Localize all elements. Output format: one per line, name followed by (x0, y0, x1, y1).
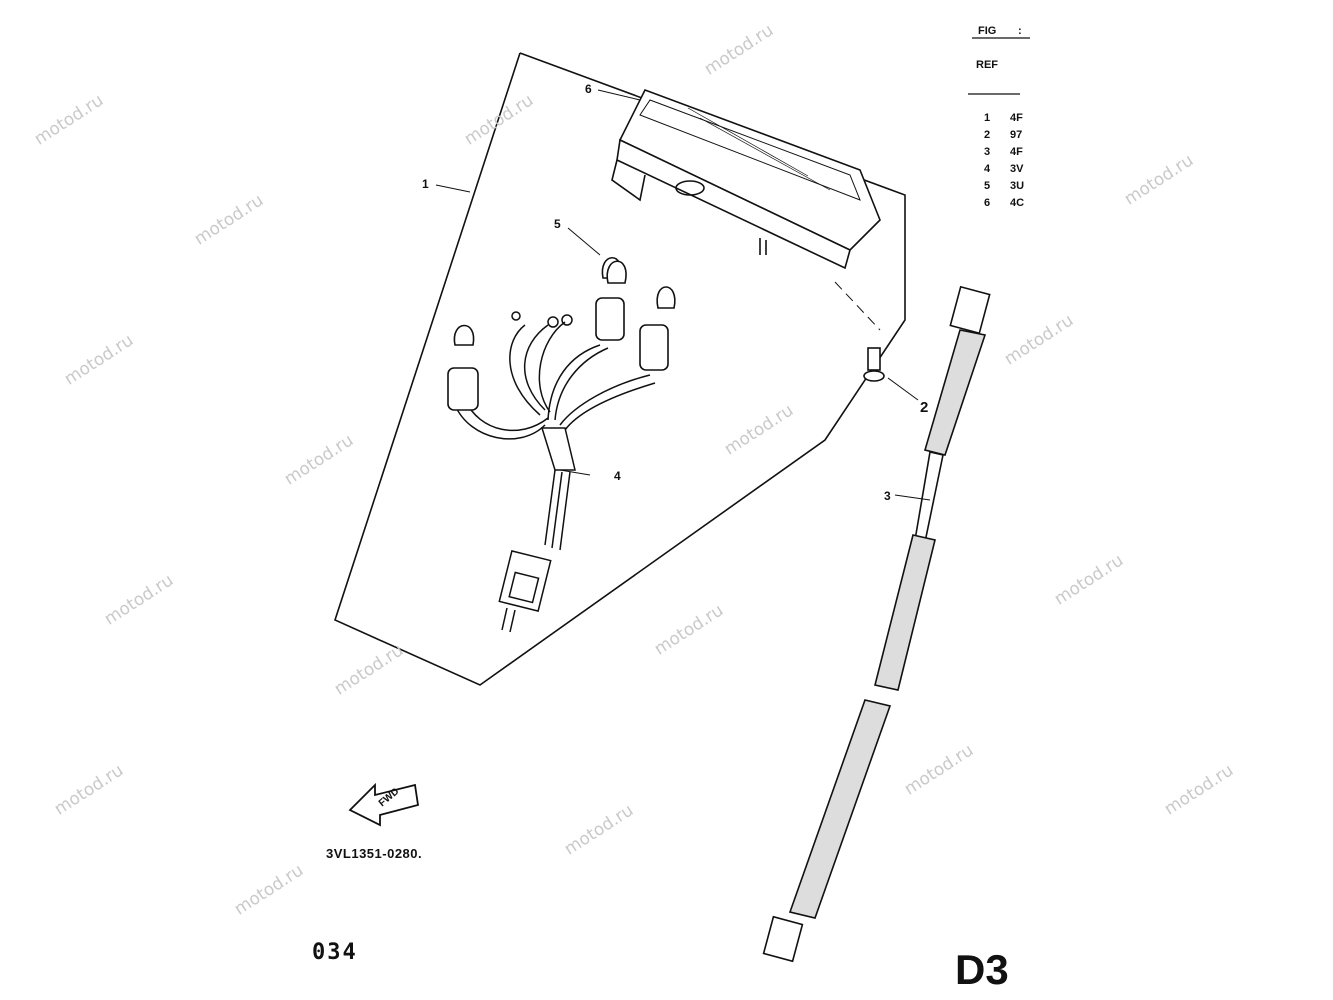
callout-1: 1 (422, 177, 429, 191)
wire-harness (454, 311, 656, 633)
bulb-sockets (447, 256, 676, 411)
ref-code: 97 (1010, 129, 1023, 141)
meter-assembly (611, 88, 881, 270)
ref-no: 1 (984, 112, 991, 124)
ref-code: 4F (1010, 112, 1023, 124)
screw-2 (863, 347, 919, 401)
ref-label: REF (976, 59, 998, 71)
bulb-5 (606, 260, 627, 284)
callout-2: 2 (920, 399, 929, 416)
speedometer-cable (762, 285, 991, 963)
callout-4: 4 (614, 469, 621, 483)
ref-no: 2 (984, 129, 991, 141)
leader-lines (435, 89, 931, 501)
callout-3: 3 (884, 489, 891, 503)
part-code: 3VL1351-0280. (326, 846, 423, 861)
ref-code: 4F (1010, 146, 1023, 158)
callout-5: 5 (554, 217, 561, 231)
assembly-outline (334, 52, 906, 686)
ref-no: 3 (984, 146, 991, 158)
ref-code: 3V (1010, 163, 1024, 175)
fwd-arrow (348, 782, 420, 827)
page-number: 034 (312, 940, 358, 965)
ref-table-rules (968, 37, 1030, 95)
fig-label: FIG (978, 25, 997, 37)
ref-no: 6 (984, 197, 991, 209)
fig-number: : (1018, 25, 1022, 37)
section-label: D3 (955, 946, 1009, 993)
ref-code: 3U (1010, 180, 1025, 192)
ref-code: 4C (1010, 197, 1025, 209)
callout-6: 6 (585, 82, 592, 96)
ref-no: 5 (984, 180, 991, 192)
ref-no: 4 (984, 163, 991, 175)
